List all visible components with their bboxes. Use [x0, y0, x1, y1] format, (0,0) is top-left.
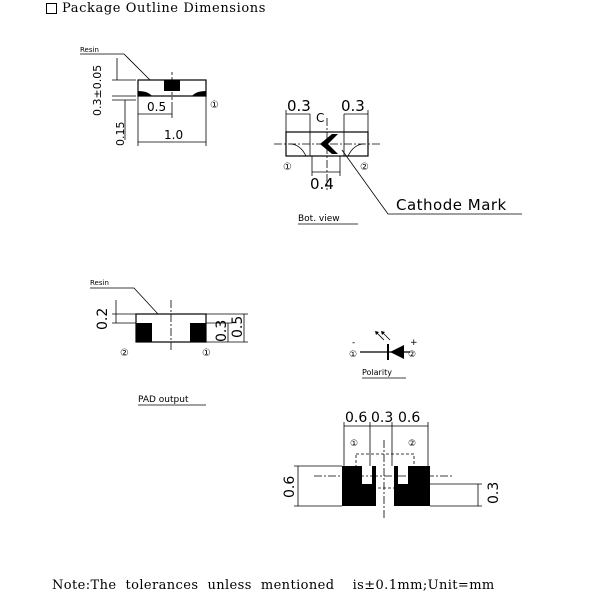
fp-dim-left-label: 0.6 [345, 410, 367, 426]
bot-view-caption: Bot. view [298, 214, 340, 224]
side-pad-right [192, 91, 206, 96]
cathode-mark-label: Cathode Mark [396, 196, 507, 214]
light-arrow-1-icon [375, 331, 379, 335]
fp-pad-right [394, 466, 430, 506]
pad-dim-total-label: 0.5 [230, 316, 246, 338]
pad-resin-leader [90, 287, 159, 315]
fp-pad-left [342, 466, 376, 506]
checkbox-square-icon [46, 2, 57, 14]
bottom-view: 0.3 0.3 C 0.4 ① ② Cathode Mark Bot. view [274, 97, 522, 225]
side-resin-leader [80, 53, 151, 81]
side-dim-pad-height: 0.15 [114, 122, 127, 147]
bot-dim-right-label: 0.3 [341, 97, 365, 115]
bot-arc-right [347, 143, 365, 157]
tolerance-note: Note:The tolerances unless mentioned is±… [52, 578, 495, 593]
light-arrow-2-icon [381, 331, 385, 335]
polarity-plus: + [410, 338, 418, 348]
footprint-view: 0.6 0.3 0.6 ① ② 0.6 0.3 [282, 410, 502, 520]
section-header: Package Outline Dimensions [46, 0, 266, 16]
pad-left [136, 323, 152, 342]
pad-right [190, 323, 206, 342]
cathode-chevron-icon [320, 134, 338, 154]
pad-pin2-label: ② [120, 348, 129, 359]
side-dim-thickness: 0.3±0.05 [91, 65, 104, 116]
diode-triangle-icon [390, 345, 404, 359]
side-pin-label: ① [210, 100, 219, 111]
fp-chip-outline [355, 453, 415, 489]
side-pad-left [138, 91, 152, 96]
bot-pin2-label: ② [360, 162, 369, 173]
side-dim-half-label: 0.5 [147, 100, 166, 114]
side-resin-label: Resin [80, 46, 99, 54]
bot-centerline-mark: C [316, 111, 324, 125]
fp-dim-gap-label: 0.3 [371, 410, 393, 426]
fp-dim-inner-label: 0.3 [486, 482, 502, 504]
section-title: Package Outline Dimensions [62, 0, 267, 16]
polarity-symbol: - + ① ② Polarity [349, 331, 418, 379]
polarity-caption: Polarity [362, 368, 392, 377]
bot-arc-left [289, 143, 307, 157]
bot-pin1-label: ① [283, 162, 292, 173]
pad-pin1-label: ① [202, 348, 211, 359]
polarity-pin1: ① [349, 350, 357, 360]
fp-pin2-label: ② [408, 439, 416, 449]
fp-dim-right-label: 0.6 [398, 410, 420, 426]
pad-resin-label: Resin [90, 279, 109, 287]
fp-pin1-label: ① [350, 439, 358, 449]
pad-output-view: Resin 0.2 0.3 0.5 ② ① PAD output [90, 279, 248, 406]
fp-dim-height-label: 0.6 [282, 476, 298, 498]
polarity-minus: - [352, 338, 355, 348]
side-view: Resin 0.3±0.05 0.15 0.5 1.0 ① [80, 46, 219, 146]
bot-dim-center-label: 0.4 [310, 175, 334, 193]
pad-dim-top-label: 0.2 [95, 308, 111, 330]
side-dim-length-label: 1.0 [164, 128, 183, 142]
polarity-pin2: ② [408, 350, 416, 360]
pad-dim-padh-label: 0.3 [214, 320, 230, 342]
pad-output-caption: PAD output [138, 395, 189, 405]
cathode-leader [341, 149, 522, 215]
side-chip [164, 80, 180, 91]
bot-dim-left-label: 0.3 [287, 97, 311, 115]
